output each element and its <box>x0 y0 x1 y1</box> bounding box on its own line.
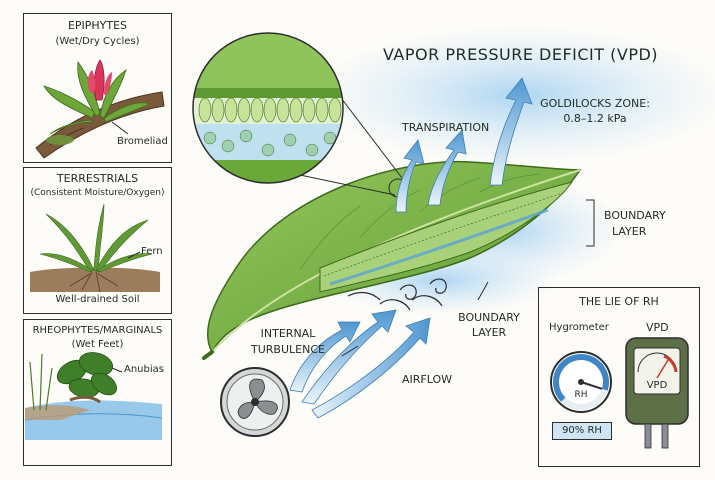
goldilocks-range: 0.8–1.2 kPa <box>563 112 627 125</box>
page-title: VAPOR PRESSURE DEFICIT (VPD) <box>383 45 659 64</box>
vpd-meter-screen-label: VPD <box>646 380 668 391</box>
transpiration-label: TRANSPIRATION <box>402 121 490 134</box>
terrestrials-panel <box>23 167 172 314</box>
boundary-layer-lower-2: LAYER <box>471 326 507 339</box>
bromeliad-label: Bromeliad <box>117 136 168 147</box>
hygrometer-gauge-icon <box>550 351 612 413</box>
gauge-rh-label: RH <box>574 390 588 400</box>
fern-illustration <box>30 203 160 293</box>
leaf <box>202 160 582 360</box>
internal-turbulence-2: TURBULENCE <box>251 343 325 356</box>
fan-icon <box>220 367 290 437</box>
anubias-label: Anubias <box>124 364 164 375</box>
rheophytes-subtitle: (Wet Feet) <box>71 339 124 350</box>
terrestrials-title: TERRESTRIALS <box>56 172 139 185</box>
transpiration-arrows <box>395 77 533 213</box>
goldilocks-title: GOLDILOCKS ZONE: <box>540 97 650 110</box>
leaf-cross-section-zoom <box>192 32 344 184</box>
rh-reading-badge: 90% RH <box>552 422 612 440</box>
epiphyte-illustration <box>35 59 165 159</box>
boundary-layer-right-1: BOUNDARY <box>604 209 666 222</box>
boundary-layer-bracket <box>586 199 595 247</box>
soil-label: Well-drained Soil <box>55 294 140 305</box>
rheophytes-title: RHEOPHYTES/MARGINALS <box>32 325 163 336</box>
vpd-meter-icon <box>625 337 689 449</box>
airflow-label: AIRFLOW <box>402 373 453 386</box>
hygrometer-label: Hygrometer <box>549 322 609 333</box>
vpd-meter-title: VPD <box>646 321 669 334</box>
airflow-arrows <box>289 309 431 419</box>
fern-label: Fern <box>141 246 163 257</box>
rh-panel <box>538 287 700 467</box>
terrestrials-subtitle: (Consistent Moisture/Oxygen) <box>30 188 165 198</box>
boundary-layer-leader <box>477 281 489 301</box>
epiphytes-title: EPIPHYTES <box>67 19 128 32</box>
rheophytes-panel <box>23 319 172 466</box>
anubias-illustration <box>24 352 163 440</box>
epiphytes-panel <box>23 13 172 163</box>
internal-turbulence-1: INTERNAL <box>260 327 316 340</box>
rh-panel-title: THE LIE OF RH <box>579 295 659 308</box>
turbulence-swirls <box>347 278 447 311</box>
boundary-layer-right-2: LAYER <box>612 225 647 238</box>
epiphytes-subtitle: (Wet/Dry Cycles) <box>55 36 140 47</box>
boundary-layer-lower-1: BOUNDARY <box>458 311 520 324</box>
